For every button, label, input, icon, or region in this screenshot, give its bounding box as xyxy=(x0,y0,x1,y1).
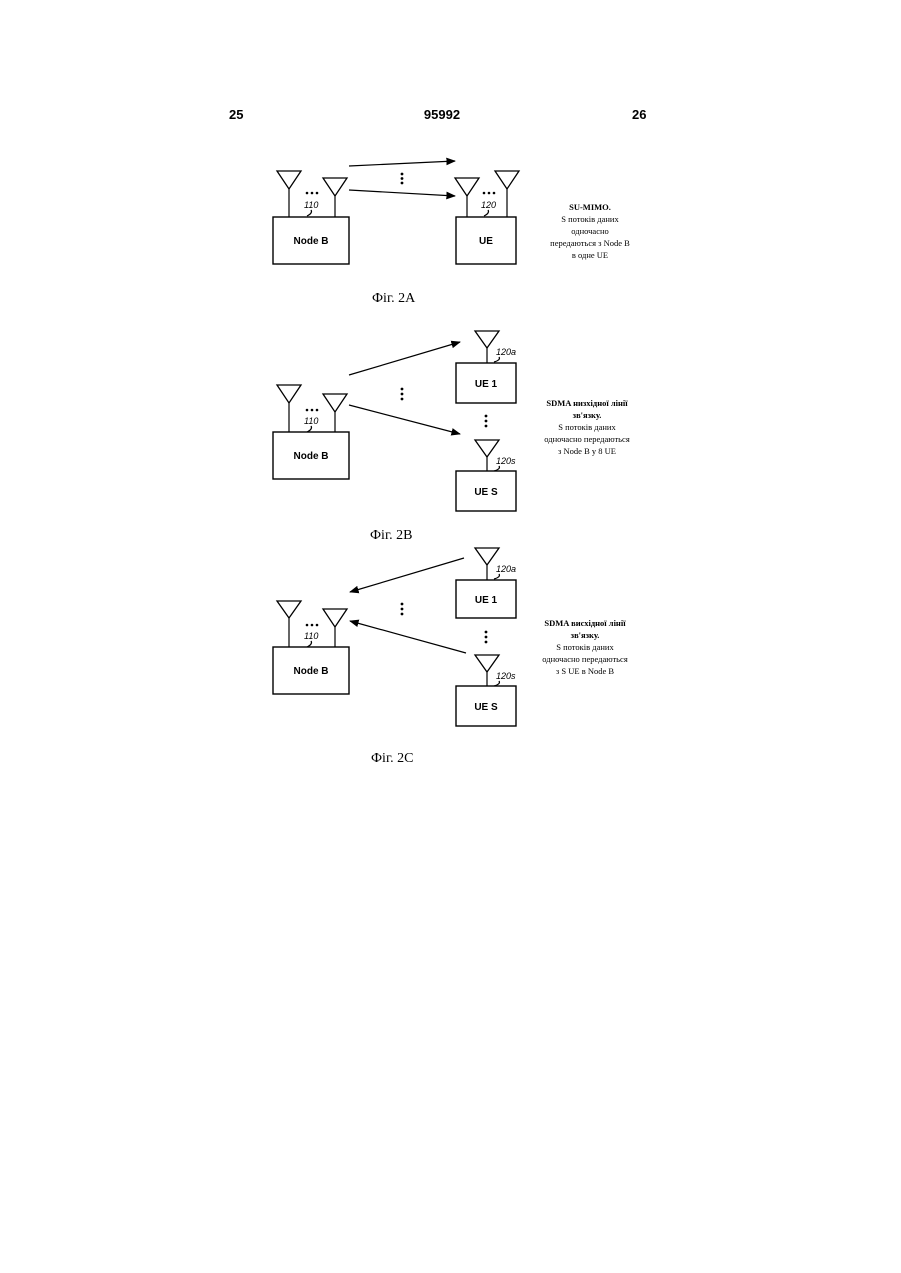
ues-label: UE S xyxy=(474,702,498,713)
figure-2a: Node B 110 UE 120 SU-MIMO. S потоків дан… xyxy=(273,161,630,306)
figure-caption: Фіг. 2А xyxy=(372,291,416,306)
ref-120a: 120a xyxy=(496,564,516,574)
ref-leader xyxy=(307,210,312,216)
antenna-icon xyxy=(475,440,499,457)
antenna-icon xyxy=(277,601,301,618)
ref-110: 110 xyxy=(304,631,318,641)
ref-120: 120 xyxy=(481,200,496,210)
ref-110: 110 xyxy=(304,416,318,426)
uplink-arrow xyxy=(350,558,464,592)
antenna-icon xyxy=(277,385,301,403)
description-title: зв'язку. xyxy=(573,410,602,420)
ref-leader xyxy=(494,681,499,686)
data-stream-arrow xyxy=(349,161,455,166)
ref-leader xyxy=(494,357,499,362)
description-line: в одне UE xyxy=(572,250,608,260)
ue1-label: UE 1 xyxy=(475,595,498,606)
description-title: SDMA висхідної лінії xyxy=(544,618,626,628)
ref-leader xyxy=(307,426,312,432)
data-stream-arrow xyxy=(349,190,455,196)
description-title: зв'язку. xyxy=(571,630,600,640)
antenna-icon xyxy=(277,171,301,189)
antenna-icon xyxy=(475,331,499,348)
ue1-label: UE 1 xyxy=(475,379,498,390)
description-line: S потоків даних xyxy=(558,422,616,432)
description-title: SDMA низхідної лінії xyxy=(546,398,628,408)
ref-leader xyxy=(484,210,489,216)
node-b-label: Node B xyxy=(294,236,329,247)
antenna-icon xyxy=(455,178,479,196)
uplink-arrow xyxy=(350,621,466,653)
description-line: S потоків даних xyxy=(556,642,614,652)
left-page-number: 25 xyxy=(229,107,243,122)
description-title: SU-MIMO. xyxy=(569,202,611,212)
ref-leader xyxy=(307,641,312,647)
ues-label: UE S xyxy=(474,487,498,498)
ref-leader xyxy=(494,466,499,471)
antenna-icon xyxy=(323,609,347,627)
node-b-label: Node B xyxy=(294,451,329,462)
ref-120s: 120s xyxy=(496,456,516,466)
ref-120s: 120s xyxy=(496,671,516,681)
figure-caption: Фіг. 2С xyxy=(371,751,413,766)
antenna-icon xyxy=(475,548,499,565)
patent-number: 95992 xyxy=(424,107,460,122)
right-page-number: 26 xyxy=(632,107,646,122)
antenna-icon xyxy=(323,178,347,196)
antenna-icon xyxy=(475,655,499,672)
antenna-icon xyxy=(495,171,519,189)
downlink-arrow xyxy=(349,405,460,434)
description-line: передаються з Node B xyxy=(550,238,630,248)
figure-2b: Node B 110 UE 1 120a UE S 120s SDMA низх… xyxy=(273,331,630,543)
description-line: одночасно передаються xyxy=(542,654,628,664)
figure-2c: Node B 110 UE 1 120a UE S 120s SDMA висх… xyxy=(273,548,628,766)
ref-120a: 120a xyxy=(496,347,516,357)
description-line: одночасно передаються xyxy=(544,434,630,444)
ue-label: UE xyxy=(479,236,493,247)
ref-leader xyxy=(494,574,499,579)
ref-110: 110 xyxy=(304,200,318,210)
node-b-label: Node B xyxy=(294,666,329,677)
antenna-icon xyxy=(323,394,347,412)
description-line: з S UE в Node B xyxy=(556,666,614,676)
description-line: одночасно xyxy=(571,226,609,236)
figure-caption: Фіг. 2В xyxy=(370,528,412,543)
description-line: S потоків даних xyxy=(561,214,619,224)
description-line: з Node B у 8 UE xyxy=(558,446,616,456)
downlink-arrow xyxy=(349,342,460,375)
